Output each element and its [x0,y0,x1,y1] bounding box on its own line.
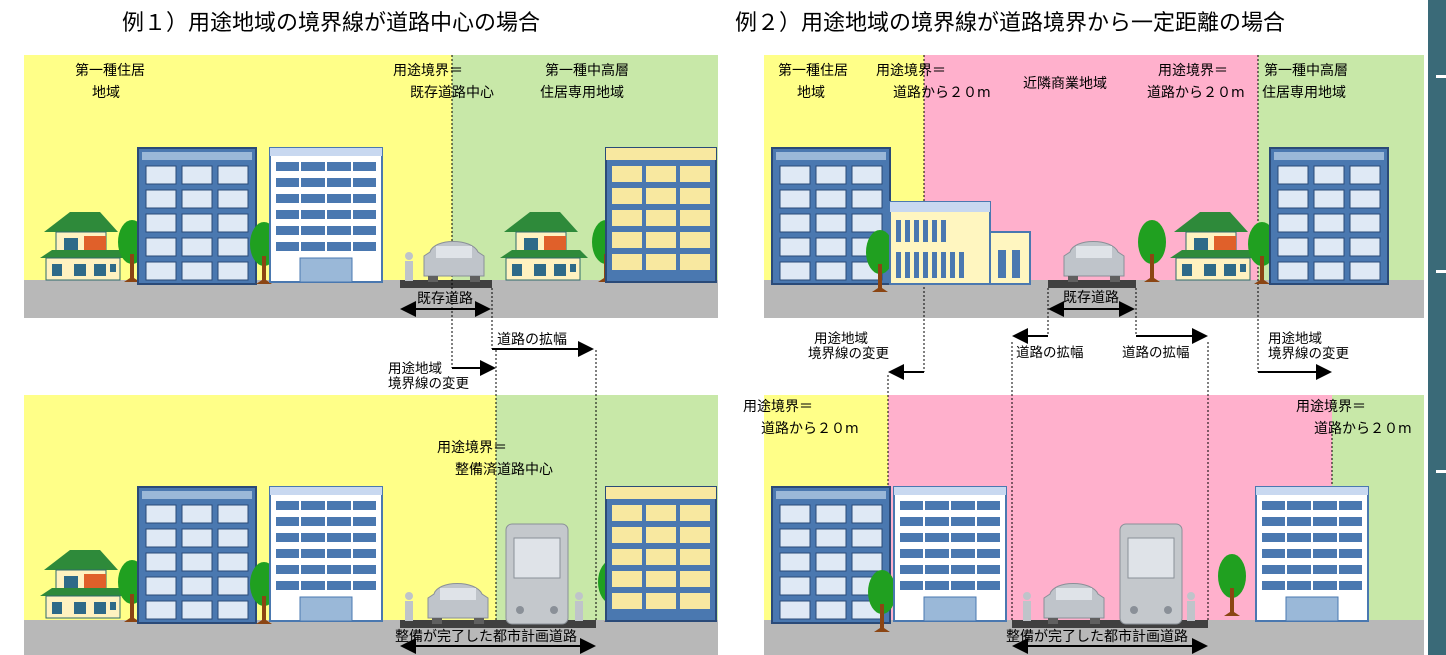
ex1-title: 例１）用途地域の境界線が道路中心の場合 [122,11,540,36]
ex2-change-right-1: 用途地域 [1268,330,1322,347]
ex1-bottom-boundary-2: 整備済道路中心 [455,462,553,478]
sidebar-strip [1428,0,1446,655]
ex2-bottom-boundary-left-2: 道路から２０m [761,421,859,437]
ex2-top-boundary-left-2: 道路から２０m [893,85,991,101]
ex2-arrows [888,301,1332,654]
existing-road [400,280,492,288]
ex2-widening-right: 道路の拡幅 [1122,345,1190,361]
ex1-widening: 道路の拡幅 [497,332,567,348]
ex2-top-boundary-left-1: 用途境界＝ [876,62,946,79]
ex1-bottom-panel [24,350,718,655]
ex1-top-boundary-2: 既存道路中心 [410,85,494,101]
ex2-widening-left: 道路の拡幅 [1016,345,1084,361]
ex2-top-right-zone-2: 住居専用地域 [1262,85,1346,101]
ex2-bottom-boundary-right-2: 道路から２０m [1314,421,1412,437]
road-base [24,280,718,318]
ex1-arrows [400,301,596,654]
ex2-commercial: 近隣商業地域 [1023,76,1107,92]
ex1-existing-road: 既存道路 [417,291,473,307]
ex2-change-left-1: 用途地域 [814,330,868,347]
ex1-completed-road: 整備が完了した都市計画道路 [395,628,577,645]
ex1-top-panel [24,55,718,368]
ex2-change-left-2: 境界線の変更 [808,345,889,362]
ex2-existing-road: 既存道路 [1063,290,1119,306]
ex1-change-1: 用途地域 [388,360,442,377]
ex2-completed-road: 整備が完了した都市計画道路 [1006,628,1188,645]
ex2-top-boundary-right-1: 用途境界＝ [1158,62,1228,79]
ex2-bottom-boundary-left-1: 用途境界＝ [743,398,813,415]
ex1-top-right-zone-1: 第一種中高層 [545,62,629,79]
ex2-top-right-zone-1: 第一種中高層 [1264,62,1348,79]
ex1-top-boundary-1: 用途境界＝ [393,62,463,79]
ex2-title: 例２）用途地域の境界線が道路境界から一定距離の場合 [735,11,1285,36]
ex1-change-2: 境界線の変更 [388,375,469,392]
ex2-top-panel [764,55,1424,372]
ex2-top-left-zone-1: 第一種住居 [778,62,848,79]
ex1-top-right-zone-2: 住居専用地域 [540,85,624,101]
ex2-bottom-boundary-right-1: 用途境界＝ [1296,398,1366,415]
ex2-top-left-zone-2: 地域 [797,85,825,101]
ex2-change-right-2: 境界線の変更 [1268,345,1349,362]
ex1-top-left-zone-1: 第一種住居 [75,62,145,79]
ex2-bottom-panel [764,342,1424,655]
ex2-top-boundary-right-2: 道路から２０m [1147,85,1245,101]
ex1-top-left-zone-2: 地域 [92,85,120,101]
ex1-bottom-boundary-1: 用途境界＝ [437,439,507,456]
